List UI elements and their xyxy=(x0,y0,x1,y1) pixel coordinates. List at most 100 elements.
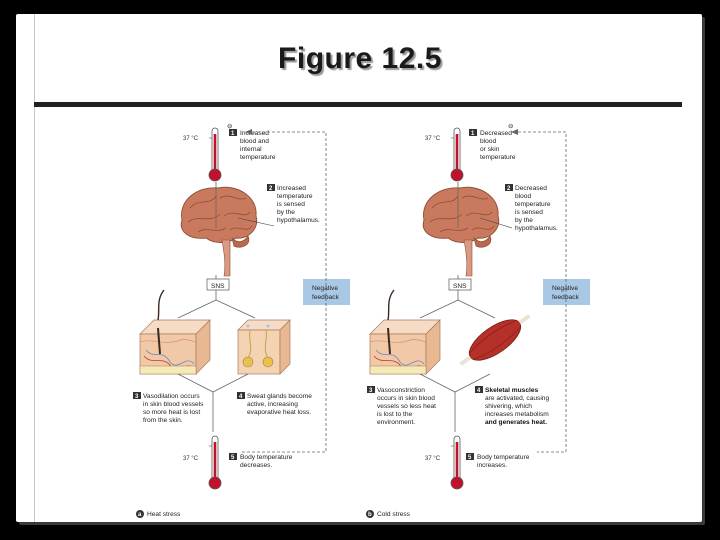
heat-sns-box xyxy=(206,278,230,291)
cold-step-4-line-4: increases metabolism xyxy=(485,411,549,418)
heat-step-2-line-4: by the xyxy=(277,209,295,216)
cold-step-1-line-3: or skin xyxy=(480,146,500,153)
heat-caption-badge xyxy=(136,510,144,518)
cold-step-2-line-6: hypothalamus. xyxy=(515,225,558,232)
heat-step-2-line-2: temperature xyxy=(277,193,313,200)
cold-step-4-line-3: shivering, which xyxy=(485,403,532,410)
cold-step-5-line-2: increases. xyxy=(477,462,507,469)
cold-thermometer-bottom-icon xyxy=(450,435,464,490)
cold-step-1-line-1: Decreased xyxy=(480,130,512,137)
heat-feedback-line-2: feedback xyxy=(312,294,339,301)
heat-step-3-line-3: so more heat is lost xyxy=(143,409,200,416)
cold-step-1-line-2: blood xyxy=(480,138,496,145)
heat-step-4-badge xyxy=(237,392,245,399)
cold-step-2-line-1: Decreased xyxy=(515,185,547,192)
cold-stress-panel: 37 °C ⊖ 1 Decreased blood or skin temper… xyxy=(366,123,590,518)
cold-step-2-line-5: by the xyxy=(515,217,533,224)
heat-step-3-line-4: from the skin. xyxy=(143,417,183,424)
cold-step-4-number: 4 xyxy=(477,388,481,394)
cold-step-1-line-4: temperature xyxy=(480,154,516,161)
cold-step-3-line-3: vessels so less heat xyxy=(377,403,436,410)
cold-feedback-line-1: Negative xyxy=(552,285,578,292)
cold-sns-box xyxy=(448,278,472,291)
heat-step-4-line-3: evaporative heat loss. xyxy=(247,409,311,416)
cold-temp-label-top: 37 °C xyxy=(425,136,441,142)
heat-sns-label: SNS xyxy=(211,283,225,290)
cold-step-3-line-4: is lost to the xyxy=(377,411,413,418)
heat-caption-letter: a xyxy=(138,512,142,518)
heat-step-2-line-3: is sensed xyxy=(277,201,305,208)
cold-step-2-line-3: temperature xyxy=(515,201,551,208)
slide-left-guide-line xyxy=(34,14,35,522)
heat-step-5-number: 5 xyxy=(231,455,235,461)
cold-step-2-line-4: is sensed xyxy=(515,209,543,216)
cold-sns-label: SNS xyxy=(453,283,467,290)
cold-step-1-badge xyxy=(469,129,477,136)
cold-step-4-line-2: are activated, causing xyxy=(485,395,549,402)
cold-step-4-line-1: Skeletal muscles xyxy=(485,387,538,394)
heat-step-2-number: 2 xyxy=(269,186,273,192)
heat-step-3-line-2: in skin blood vessels xyxy=(143,401,204,408)
heat-step-2-line-5: hypothalamus. xyxy=(277,217,320,224)
cold-caption: Cold stress xyxy=(377,511,411,518)
cold-minus-icon: ⊖ xyxy=(508,123,514,130)
cold-caption-letter: b xyxy=(368,512,372,518)
heat-thermometer-top-icon xyxy=(208,127,222,182)
cold-step-5-number: 5 xyxy=(468,455,472,461)
cold-step-3-number: 3 xyxy=(369,388,373,394)
heat-step-5-line-2: decreases. xyxy=(240,462,272,469)
heat-step-3-line-1: Vasodilation occurs xyxy=(143,393,200,400)
cold-step-3-badge xyxy=(367,386,375,393)
heat-step-3-badge xyxy=(133,392,141,399)
cold-caption-badge xyxy=(366,510,374,518)
heat-stress-panel: 37 °C ⊖ 1 Increased blood and internal t… xyxy=(133,123,350,518)
heat-temp-label-bottom: 37 °C xyxy=(183,456,199,462)
heat-brain-icon xyxy=(180,186,258,277)
heat-step-2-line-1: Increased xyxy=(277,185,306,192)
heat-sweat-glands-illustration xyxy=(237,319,291,375)
cold-step-5-badge xyxy=(466,453,474,460)
heat-step-5-line-1: Body temperature xyxy=(240,454,293,461)
heat-step-1-number: 1 xyxy=(231,131,235,137)
heat-step-5-badge xyxy=(229,453,237,460)
cold-step-3-line-1: Vasoconstriction xyxy=(377,387,425,394)
heat-step-1-line-3: internal xyxy=(240,146,262,153)
cold-step-1-number: 1 xyxy=(471,131,475,137)
heat-step-1-badge xyxy=(229,129,237,136)
cold-skin-vessels-illustration xyxy=(369,289,441,375)
cold-brain-icon xyxy=(422,186,500,277)
cold-feedback-line-2: feedback xyxy=(552,294,579,301)
cold-temp-label-bottom: 37 °C xyxy=(425,456,441,462)
cold-negative-feedback-box xyxy=(543,279,590,305)
cold-step-3-line-5: environment. xyxy=(377,419,415,426)
heat-minus-icon: ⊖ xyxy=(227,123,233,130)
heat-step-1-line-1: Increased xyxy=(240,130,269,137)
heat-thermometer-bottom-icon xyxy=(208,435,222,490)
heat-step-4-number: 4 xyxy=(239,394,243,400)
heat-feedback-line-1: Negative xyxy=(312,285,338,292)
heat-step-4-line-1: Sweat glands become xyxy=(247,393,312,400)
heat-step-4-line-2: active, increasing xyxy=(247,401,298,408)
cold-step-2-badge xyxy=(505,184,513,191)
heat-step-3-number: 3 xyxy=(135,394,139,400)
cold-skeletal-muscle-illustration xyxy=(459,314,531,366)
heat-temp-label-top: 37 °C xyxy=(183,136,199,142)
title-underline xyxy=(34,102,682,107)
heat-step-2-badge xyxy=(267,184,275,191)
cold-step-4-line-5: and generates heat. xyxy=(485,419,547,426)
heat-step-1-line-4: temperature xyxy=(240,154,276,161)
slide-title: Figure 12.5 xyxy=(278,42,442,75)
cold-step-5-line-1: Body temperature xyxy=(477,454,530,461)
cold-step-2-number: 2 xyxy=(507,186,511,192)
heat-skin-vessels-illustration xyxy=(139,289,211,375)
cold-step-3-line-2: occurs in skin blood xyxy=(377,395,435,402)
cold-thermometer-top-icon xyxy=(450,127,464,182)
heat-step-1-line-2: blood and xyxy=(240,138,269,145)
heat-negative-feedback-box xyxy=(303,279,350,305)
heat-caption: Heat stress xyxy=(147,511,181,518)
cold-step-4-badge xyxy=(475,386,483,393)
cold-step-2-line-2: blood xyxy=(515,193,531,200)
slide-panel xyxy=(16,14,702,522)
